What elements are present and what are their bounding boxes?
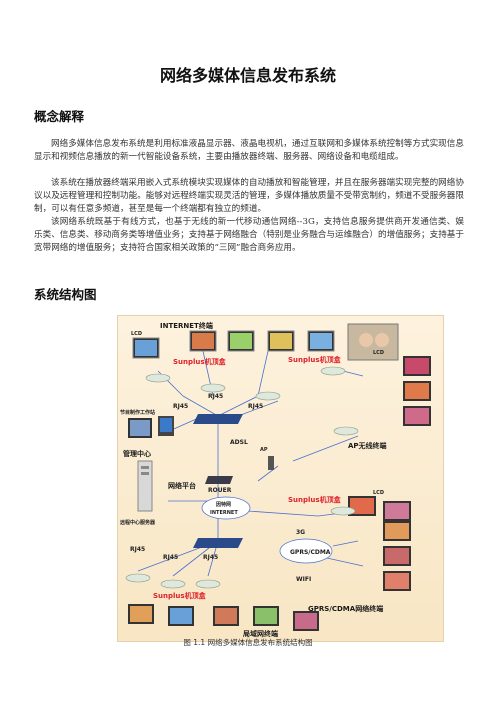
label-management-center: 管理中心	[123, 449, 151, 458]
label-ap-wireless: AP无线终端	[348, 441, 387, 450]
label-sunplus-bottom: Sunplus机顶盒	[153, 591, 207, 600]
label-gprs-cdma: GPRS/CDMA	[290, 549, 331, 556]
label-network-platform: 网络平台	[168, 481, 196, 490]
label-remote-server: 远程中心服务器	[120, 519, 156, 526]
set-top-boxes	[125, 366, 359, 589]
label-rj45-d: RJ45	[130, 546, 145, 553]
section-heading-concept: 概念解释	[34, 109, 85, 124]
lcd-screens-right	[347, 323, 431, 591]
diagram-svg: LCD INTERNET终端 Sunplus机顶盒 Sunplus机顶盒 LCD…	[120, 321, 431, 638]
label-3g: 3G	[296, 529, 305, 536]
paragraph-1: 网络多媒体信息发布系统是利用标准液晶显示器、液晶电视机，通过互联网和多媒体系统控…	[34, 139, 464, 162]
label-rj45-e: RJ45	[163, 554, 178, 561]
system-structure-diagram: LCD INTERNET终端 Sunplus机顶盒 Sunplus机顶盒 LCD…	[117, 315, 444, 642]
label-sunplus-right-mid: Sunplus机顶盒	[288, 495, 342, 504]
label-gprs-cdma-terminal: GPRS/CDMA网络终端	[308, 604, 383, 613]
label-internet-terminal: INTERNET终端	[160, 321, 213, 330]
section-heading-structure: 系统结构图	[34, 287, 97, 302]
document-title: 网络多媒体信息发布系统	[159, 66, 336, 85]
paragraph-3: 该网络系统既基于有线方式，也基于无线的新一代移动通信网络--3G，支持信息服务提…	[34, 217, 464, 253]
label-sunplus-top: Sunplus机顶盒	[173, 357, 227, 366]
label-lan-terminal: 局域网终端	[243, 629, 278, 638]
label-router: ROUER	[208, 487, 232, 494]
label-ap: AP	[260, 447, 268, 453]
figure-caption: 图 1.1 网络多媒体信息发布系统结构图	[183, 638, 313, 647]
label-internet-cn: 因特网	[216, 501, 231, 508]
label-internet-en: INTERNET	[210, 510, 238, 516]
label-adsl: ADSL	[230, 439, 248, 446]
label-wifi: WIFI	[296, 576, 311, 583]
connection-lines	[137, 350, 364, 577]
clouds	[201, 496, 333, 564]
server-icon	[137, 460, 153, 512]
network-devices	[193, 414, 274, 548]
label-lcd-top: LCD	[131, 331, 142, 337]
label-lcd-right-mid: LCD	[373, 490, 384, 496]
label-rj45-b: RJ45	[208, 393, 223, 400]
label-program-station: 节目制作工作站	[120, 409, 155, 416]
label-lcd-right-top: LCD	[373, 350, 384, 356]
lcd-screens-top	[132, 330, 335, 359]
workstation-icon	[128, 416, 174, 438]
label-rj45-c: RJ45	[248, 403, 263, 410]
label-sunplus-right-top: Sunplus机顶盒	[288, 355, 342, 364]
label-rj45-f: RJ45	[203, 554, 218, 561]
lcd-screens-bottom	[128, 604, 319, 631]
label-rj45-a: RJ45	[173, 403, 188, 410]
paragraph-2: 该系统在播放器终端采用嵌入式系统模块实现媒体的自动播放和智能管理，并且在服务器端…	[34, 178, 464, 214]
